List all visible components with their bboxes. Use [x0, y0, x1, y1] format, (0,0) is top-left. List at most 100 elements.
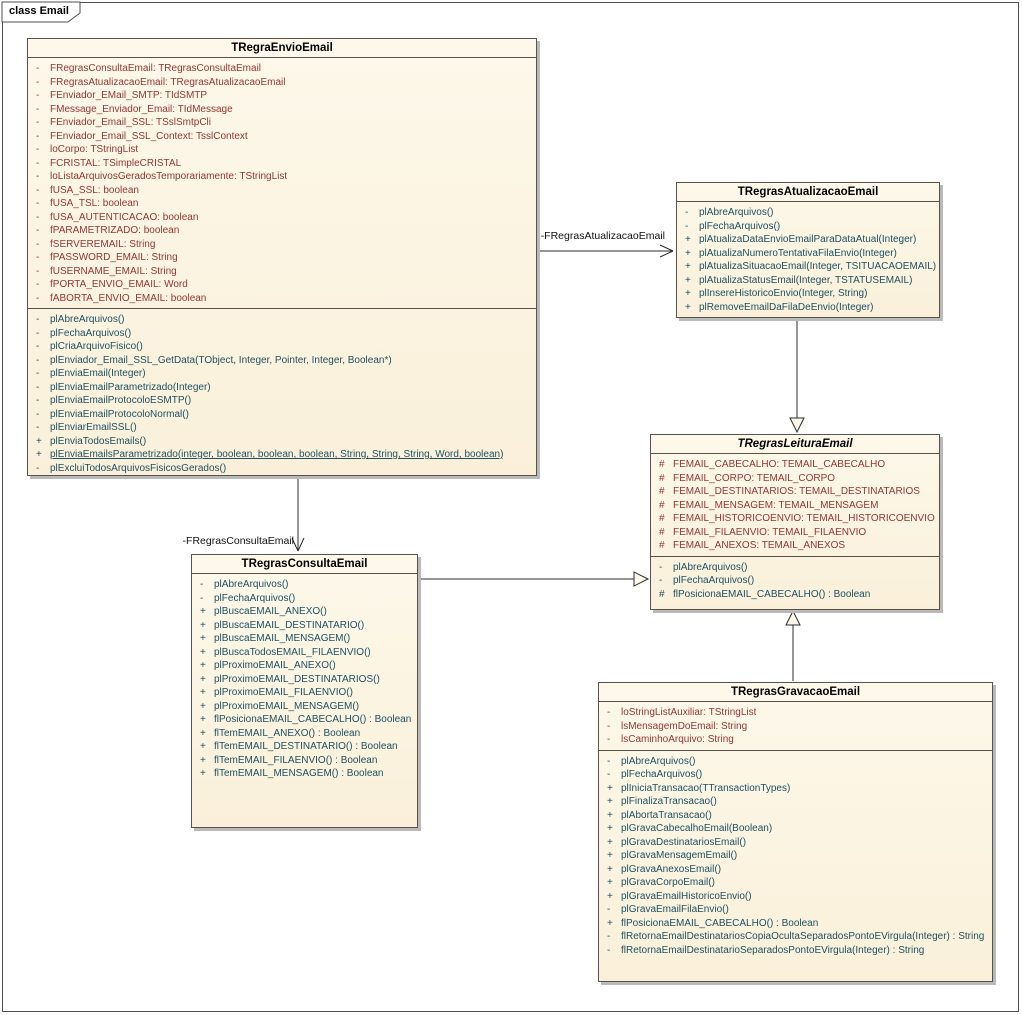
frame-label: class Email [9, 5, 69, 17]
class-tregrasleituraemail[interactable]: TRegrasLeituraEmail #FEMAIL_CABECALHO: T… [650, 434, 940, 610]
visibility-marker: - [36, 184, 50, 198]
methods-compartment: -plAbreArquivos()-plFechaArquivos()#flPo… [651, 557, 939, 610]
member-signature: plEnviaEmailsParametrizado(integer, bool… [50, 448, 503, 462]
member-signature: lsCaminhoArquivo: String [621, 733, 734, 747]
member-signature: FEMAIL_CABECALHO: TEMAIL_CABECALHO [673, 458, 885, 472]
visibility-marker: - [36, 327, 50, 341]
member-signature: flTemEMAIL_MENSAGEM() : Boolean [214, 767, 384, 781]
member-signature: plAtualizaNumeroTentativaFilaEnvio(Integ… [699, 247, 897, 261]
member-signature: fPARAMETRIZADO: boolean [50, 224, 179, 238]
visibility-marker: + [685, 301, 699, 315]
member-row: #flPosicionaEMAIL_CABECALHO() : Boolean [651, 588, 937, 602]
member-signature: plBuscaEMAIL_ANEXO() [214, 605, 327, 619]
member-row: -FRegrasConsultaEmail: TRegrasConsultaEm… [28, 62, 534, 76]
member-row: +plFinalizaTransacao() [599, 795, 990, 809]
class-tregrasatualizacaoemail[interactable]: TRegrasAtualizacaoEmail -plAbreArquivos(… [676, 182, 940, 318]
visibility-marker: - [36, 211, 50, 225]
visibility-marker: - [36, 251, 50, 265]
class-title: TRegrasConsultaEmail [192, 555, 417, 574]
visibility-marker: + [685, 247, 699, 261]
visibility-marker: - [36, 116, 50, 130]
visibility-marker: + [200, 713, 214, 727]
visibility-marker: - [36, 157, 50, 171]
visibility-marker: + [607, 917, 621, 931]
member-row: +plEnviaTodosEmails() [28, 435, 534, 449]
member-signature: plBuscaEMAIL_MENSAGEM() [214, 632, 350, 646]
member-row: -fPORTA_ENVIO_EMAIL: Word [28, 278, 534, 292]
visibility-marker: - [36, 130, 50, 144]
member-row: -lsCaminhoArquivo: String [599, 733, 990, 747]
member-row: -FCRISTAL: TSimpleCRISTAL [28, 157, 534, 171]
member-row: -fUSA_TSL: boolean [28, 197, 534, 211]
visibility-marker: + [607, 890, 621, 904]
member-row: -plExcluiTodosArquivosFisicosGerados() [28, 462, 534, 476]
member-row: -FRegrasAtualizacaoEmail: TRegrasAtualiz… [28, 76, 534, 90]
member-signature: fUSERNAME_EMAIL: String [50, 265, 177, 279]
member-row: +plGravaDestinatariosEmail() [599, 836, 990, 850]
member-signature: plGravaEmailFilaEnvio() [621, 903, 729, 917]
member-signature: plFinalizaTransacao() [621, 795, 717, 809]
class-title: TRegrasGravacaoEmail [599, 683, 992, 702]
member-row: -loStringListAuxiliar: TStringList [599, 706, 990, 720]
member-signature: flPosicionaEMAIL_CABECALHO() : Boolean [214, 713, 411, 727]
visibility-marker: # [659, 539, 673, 553]
attributes-compartment: -loStringListAuxiliar: TStringList-lsMen… [599, 702, 992, 751]
member-signature: plAtualizaDataEnvioEmailParaDataAtual(In… [699, 233, 916, 247]
member-signature: FCRISTAL: TSimpleCRISTAL [50, 157, 181, 171]
visibility-marker: + [607, 849, 621, 863]
member-signature: plFechaArquivos() [621, 768, 702, 782]
class-tregrasgravacaoemail[interactable]: TRegrasGravacaoEmail -loStringListAuxili… [598, 682, 993, 982]
member-signature: fUSA_TSL: boolean [50, 197, 138, 211]
member-signature: FEnviador_Email_SSL: TSslSmtpCli [50, 116, 211, 130]
association-label-fregrasconsultaemail: -FRegrasConsultaEmail [160, 535, 294, 547]
member-signature: plProximoEMAIL_FILAENVIO() [214, 686, 353, 700]
member-signature: FEMAIL_ANEXOS: TEMAIL_ANEXOS [673, 539, 845, 553]
member-row: -plFechaArquivos() [677, 220, 937, 234]
visibility-marker: + [607, 876, 621, 890]
visibility-marker: # [659, 526, 673, 540]
member-row: -plEnviador_Email_SSL_GetData(TObject, I… [28, 354, 534, 368]
class-tregraenvioemail[interactable]: TRegraEnvioEmail -FRegrasConsultaEmail: … [27, 38, 537, 476]
methods-compartment: -plAbreArquivos()-plFechaArquivos()+plIn… [599, 751, 992, 982]
member-signature: plGravaAnexosEmail() [621, 863, 721, 877]
member-signature: plGravaCorpoEmail() [621, 876, 715, 890]
member-row: -FMessage_Enviador_Email: TIdMessage [28, 103, 534, 117]
member-row: +plProximoEMAIL_ANEXO() [192, 659, 415, 673]
member-row: +plProximoEMAIL_DESTINATARIOS() [192, 673, 415, 687]
member-signature: fUSA_SSL: boolean [50, 184, 139, 198]
member-signature: plAbreArquivos() [673, 561, 747, 575]
visibility-marker: - [36, 265, 50, 279]
visibility-marker: + [200, 605, 214, 619]
member-signature: fPORTA_ENVIO_EMAIL: Word [50, 278, 188, 292]
member-signature: FMessage_Enviador_Email: TIdMessage [50, 103, 233, 117]
visibility-marker: - [36, 238, 50, 252]
member-signature: plBuscaTodosEMAIL_FILAENVIO() [214, 646, 371, 660]
visibility-marker: + [200, 686, 214, 700]
member-signature: plExcluiTodosArquivosFisicosGerados() [50, 462, 226, 476]
member-row: +plBuscaEMAIL_MENSAGEM() [192, 632, 415, 646]
visibility-marker: - [36, 197, 50, 211]
member-row: +plBuscaTodosEMAIL_FILAENVIO() [192, 646, 415, 660]
member-signature: FEMAIL_CORPO: TEMAIL_CORPO [673, 472, 835, 486]
member-row: -loCorpo: TStringList [28, 143, 534, 157]
class-tregrasconsultaemail[interactable]: TRegrasConsultaEmail -plAbreArquivos()-p… [191, 554, 418, 828]
member-row: +plProximoEMAIL_FILAENVIO() [192, 686, 415, 700]
member-signature: plAbreArquivos() [50, 313, 124, 327]
visibility-marker: - [685, 206, 699, 220]
member-row: -fUSERNAME_EMAIL: String [28, 265, 534, 279]
member-row: -plFechaArquivos() [599, 768, 990, 782]
visibility-marker: - [685, 220, 699, 234]
member-signature: plBuscaEMAIL_DESTINATARIO() [214, 619, 364, 633]
member-signature: plEnviaEmail(Integer) [50, 367, 146, 381]
member-signature: plEnviaTodosEmails() [50, 435, 146, 449]
visibility-marker: # [659, 458, 673, 472]
visibility-marker: - [607, 944, 621, 958]
member-row: -plEnviaEmailParametrizado(Integer) [28, 381, 534, 395]
visibility-marker: + [685, 274, 699, 288]
member-row: #FEMAIL_FILAENVIO: TEMAIL_FILAENVIO [651, 526, 937, 540]
visibility-marker: + [200, 619, 214, 633]
member-row: +plIniciaTransacao(TTransactionTypes) [599, 782, 990, 796]
member-row: -plEnviaEmailProtocoloESMTP() [28, 394, 534, 408]
member-signature: loStringListAuxiliar: TStringList [621, 706, 756, 720]
